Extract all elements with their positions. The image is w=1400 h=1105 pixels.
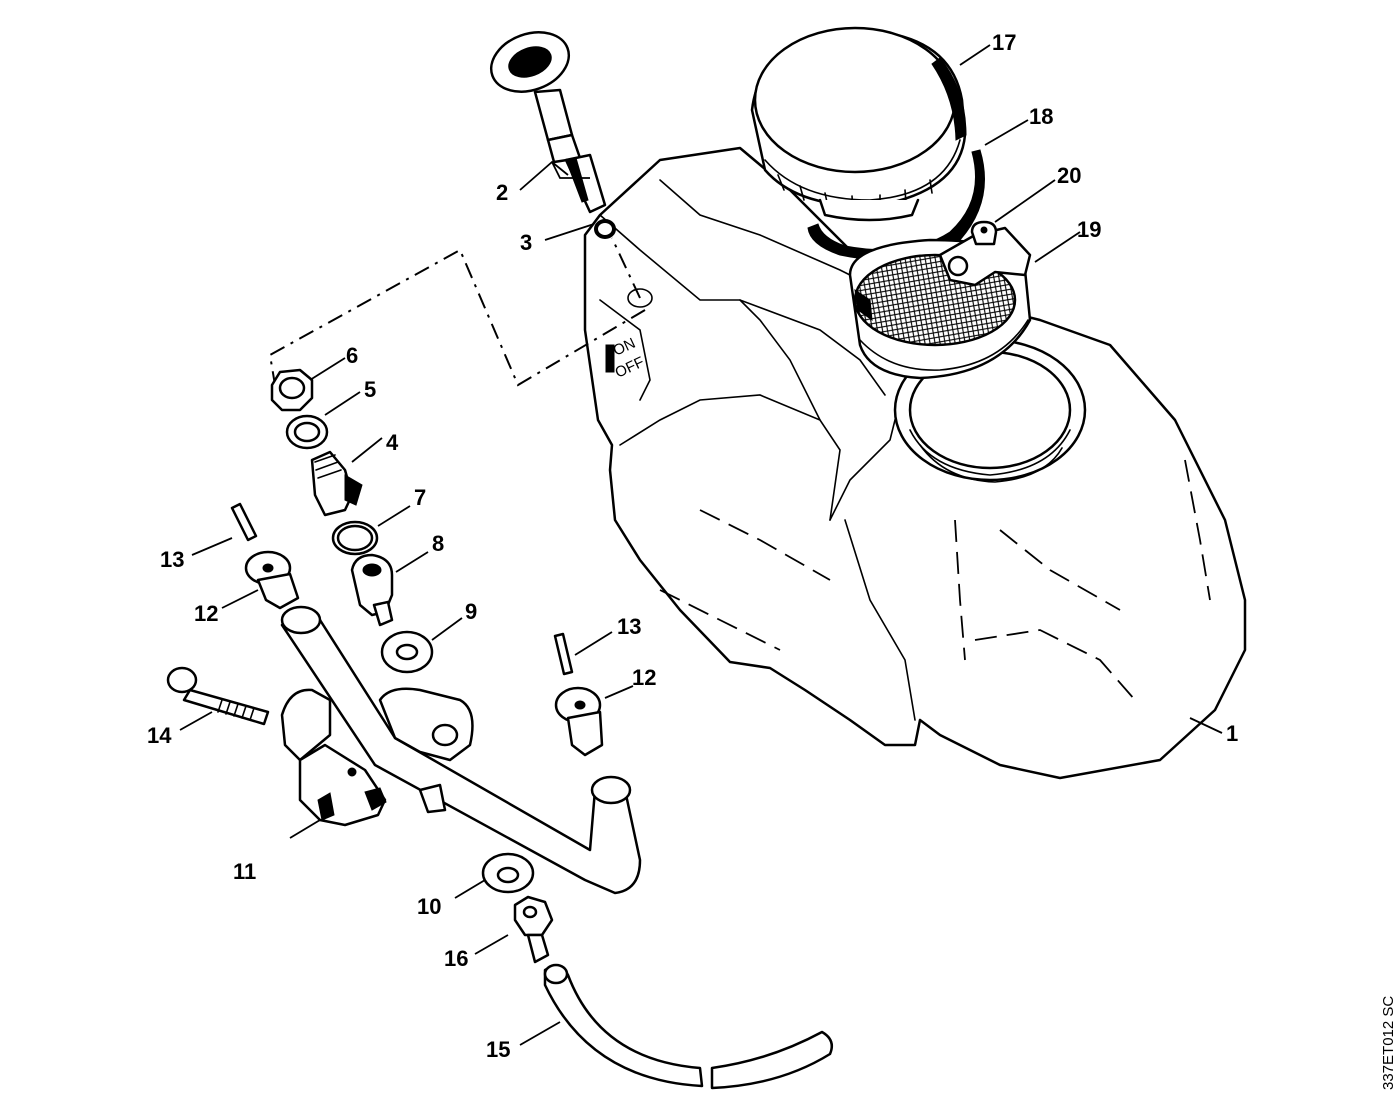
washer-lower [380,630,434,674]
long-bolt [166,666,270,726]
hex-nut [270,368,314,412]
assembly-connector-line [268,237,646,387]
callout-2: 2 [496,180,508,205]
callout-12-left: 12 [194,601,218,626]
callout-19: 19 [1077,217,1101,242]
callout-18: 18 [1029,104,1053,129]
callout-13-left: 13 [160,547,184,572]
pin-left [230,502,258,542]
callout-14: 14 [147,723,172,748]
hose-fitting [513,895,554,964]
o-ring-small [594,219,616,239]
callout-10: 10 [417,894,441,919]
filler-cap [750,26,967,222]
callout-12-right: 12 [632,665,656,690]
grommet-right [554,686,604,757]
callout-6: 6 [346,343,358,368]
callout-8: 8 [432,531,444,556]
o-ring-fitting [331,520,379,556]
figure-code: 337ET012 SC [1380,996,1397,1090]
callout-7: 7 [414,485,426,510]
fuel-strainer [848,226,1032,380]
callout-11: 11 [233,859,256,884]
callout-4: 4 [386,430,399,455]
fuel-pickup-body [489,31,607,214]
banjo-bolt [350,553,394,627]
fuel-tank: ON OFF [583,146,1247,780]
callout-20: 20 [1057,163,1081,188]
callout-1: 1 [1226,721,1238,746]
callout-17: 17 [992,30,1016,55]
tank-fitting [310,450,363,517]
fuel-hose [543,963,833,1090]
callout-3: 3 [520,230,532,255]
washer-bottom [481,852,535,894]
grommet-left [244,550,300,610]
callout-5: 5 [364,377,376,402]
washer [285,414,329,450]
callout-9: 9 [465,599,477,624]
callout-leaders [179,44,1223,1046]
strainer-screw [970,220,998,246]
tube-frame [280,605,642,895]
pin-right [553,632,574,676]
callout-13-right: 13 [617,614,641,639]
callout-16: 16 [444,946,468,971]
callout-15: 15 [486,1037,510,1062]
